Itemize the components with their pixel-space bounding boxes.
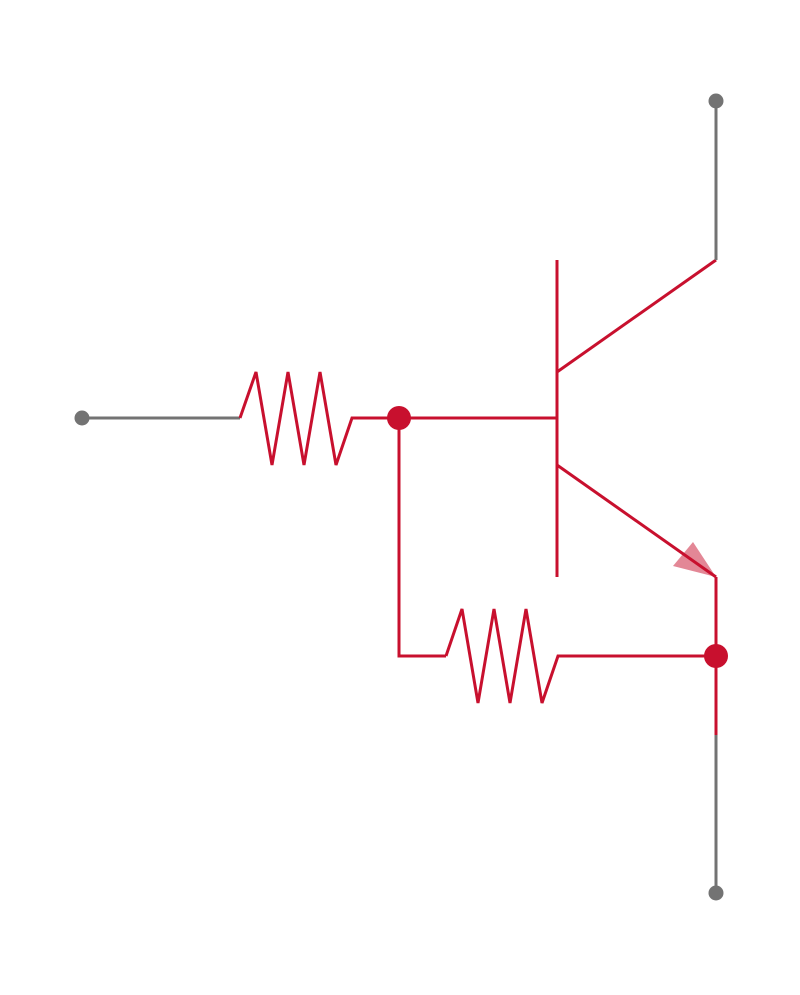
emitter-terminal — [708, 885, 724, 901]
feedback-resistor — [444, 608, 716, 704]
collector-terminal — [708, 93, 724, 109]
emitter-arrow-icon — [673, 542, 716, 577]
emitter-junction-node — [704, 644, 728, 668]
base-junction-node — [387, 406, 411, 430]
transistor-collector — [556, 258, 717, 374]
input-terminal — [74, 410, 90, 426]
series-resistor — [238, 371, 557, 466]
feedback-wire — [397, 418, 446, 658]
